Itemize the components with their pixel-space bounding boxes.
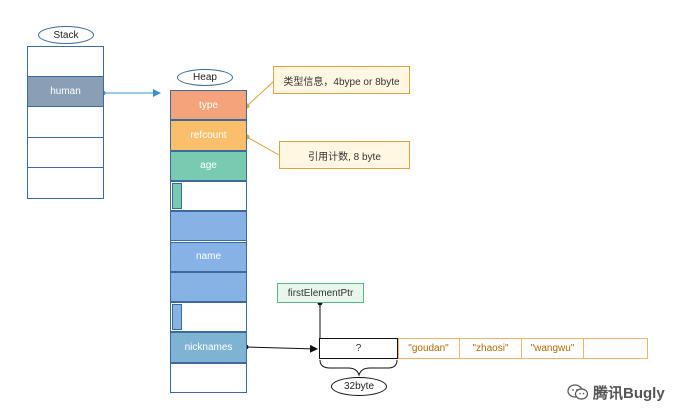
type-note-connector [244,81,274,109]
heap-field [170,211,247,242]
stack-frame [27,46,104,199]
first-element-ptr-connector [317,300,323,340]
wechat-logo-icon [567,384,589,400]
heap-field-nicknames: nicknames [170,332,247,363]
heap-field-type: type [170,90,247,121]
stack-title: Stack [38,26,94,44]
human-to-heap-arrow [100,89,161,97]
nicknames-arrow [243,344,318,353]
string-element: "goudan" [398,338,460,359]
heap-field-marker [172,304,182,331]
heap-field [170,302,247,333]
stack-slot-human: human [27,76,104,108]
size-label: 32byte [331,377,387,396]
string-element: "zhaosi" [460,338,522,359]
string-element: "wangwu" [522,338,584,359]
heap-field-age: age [170,150,247,181]
heap-field [170,362,247,393]
heap-title: Heap [177,69,233,86]
refcount-note-connector [244,134,280,156]
heap-field [170,180,247,212]
string-element-empty [584,338,646,359]
stack-slot [27,107,104,138]
watermark-text: 腾讯Bugly [593,384,665,402]
stack-slot [27,46,104,77]
first-element-ptr-label: firstElementPtr [277,283,364,303]
refcount-note: 引用计数, 8 byte [279,141,410,169]
size-brace [319,359,398,377]
heap-field-marker [172,182,182,210]
heap-field-name: name [170,241,247,272]
type-note: 类型信息，4bype or 8byte [273,66,410,94]
watermark: 腾讯Bugly [567,380,687,404]
heap-field-refcount: refcount [170,120,247,151]
heap-field [170,271,247,303]
stack-slot [27,138,104,169]
stack-slot [27,168,104,199]
pointer-cell: ? [319,338,398,359]
string-array [398,338,648,359]
